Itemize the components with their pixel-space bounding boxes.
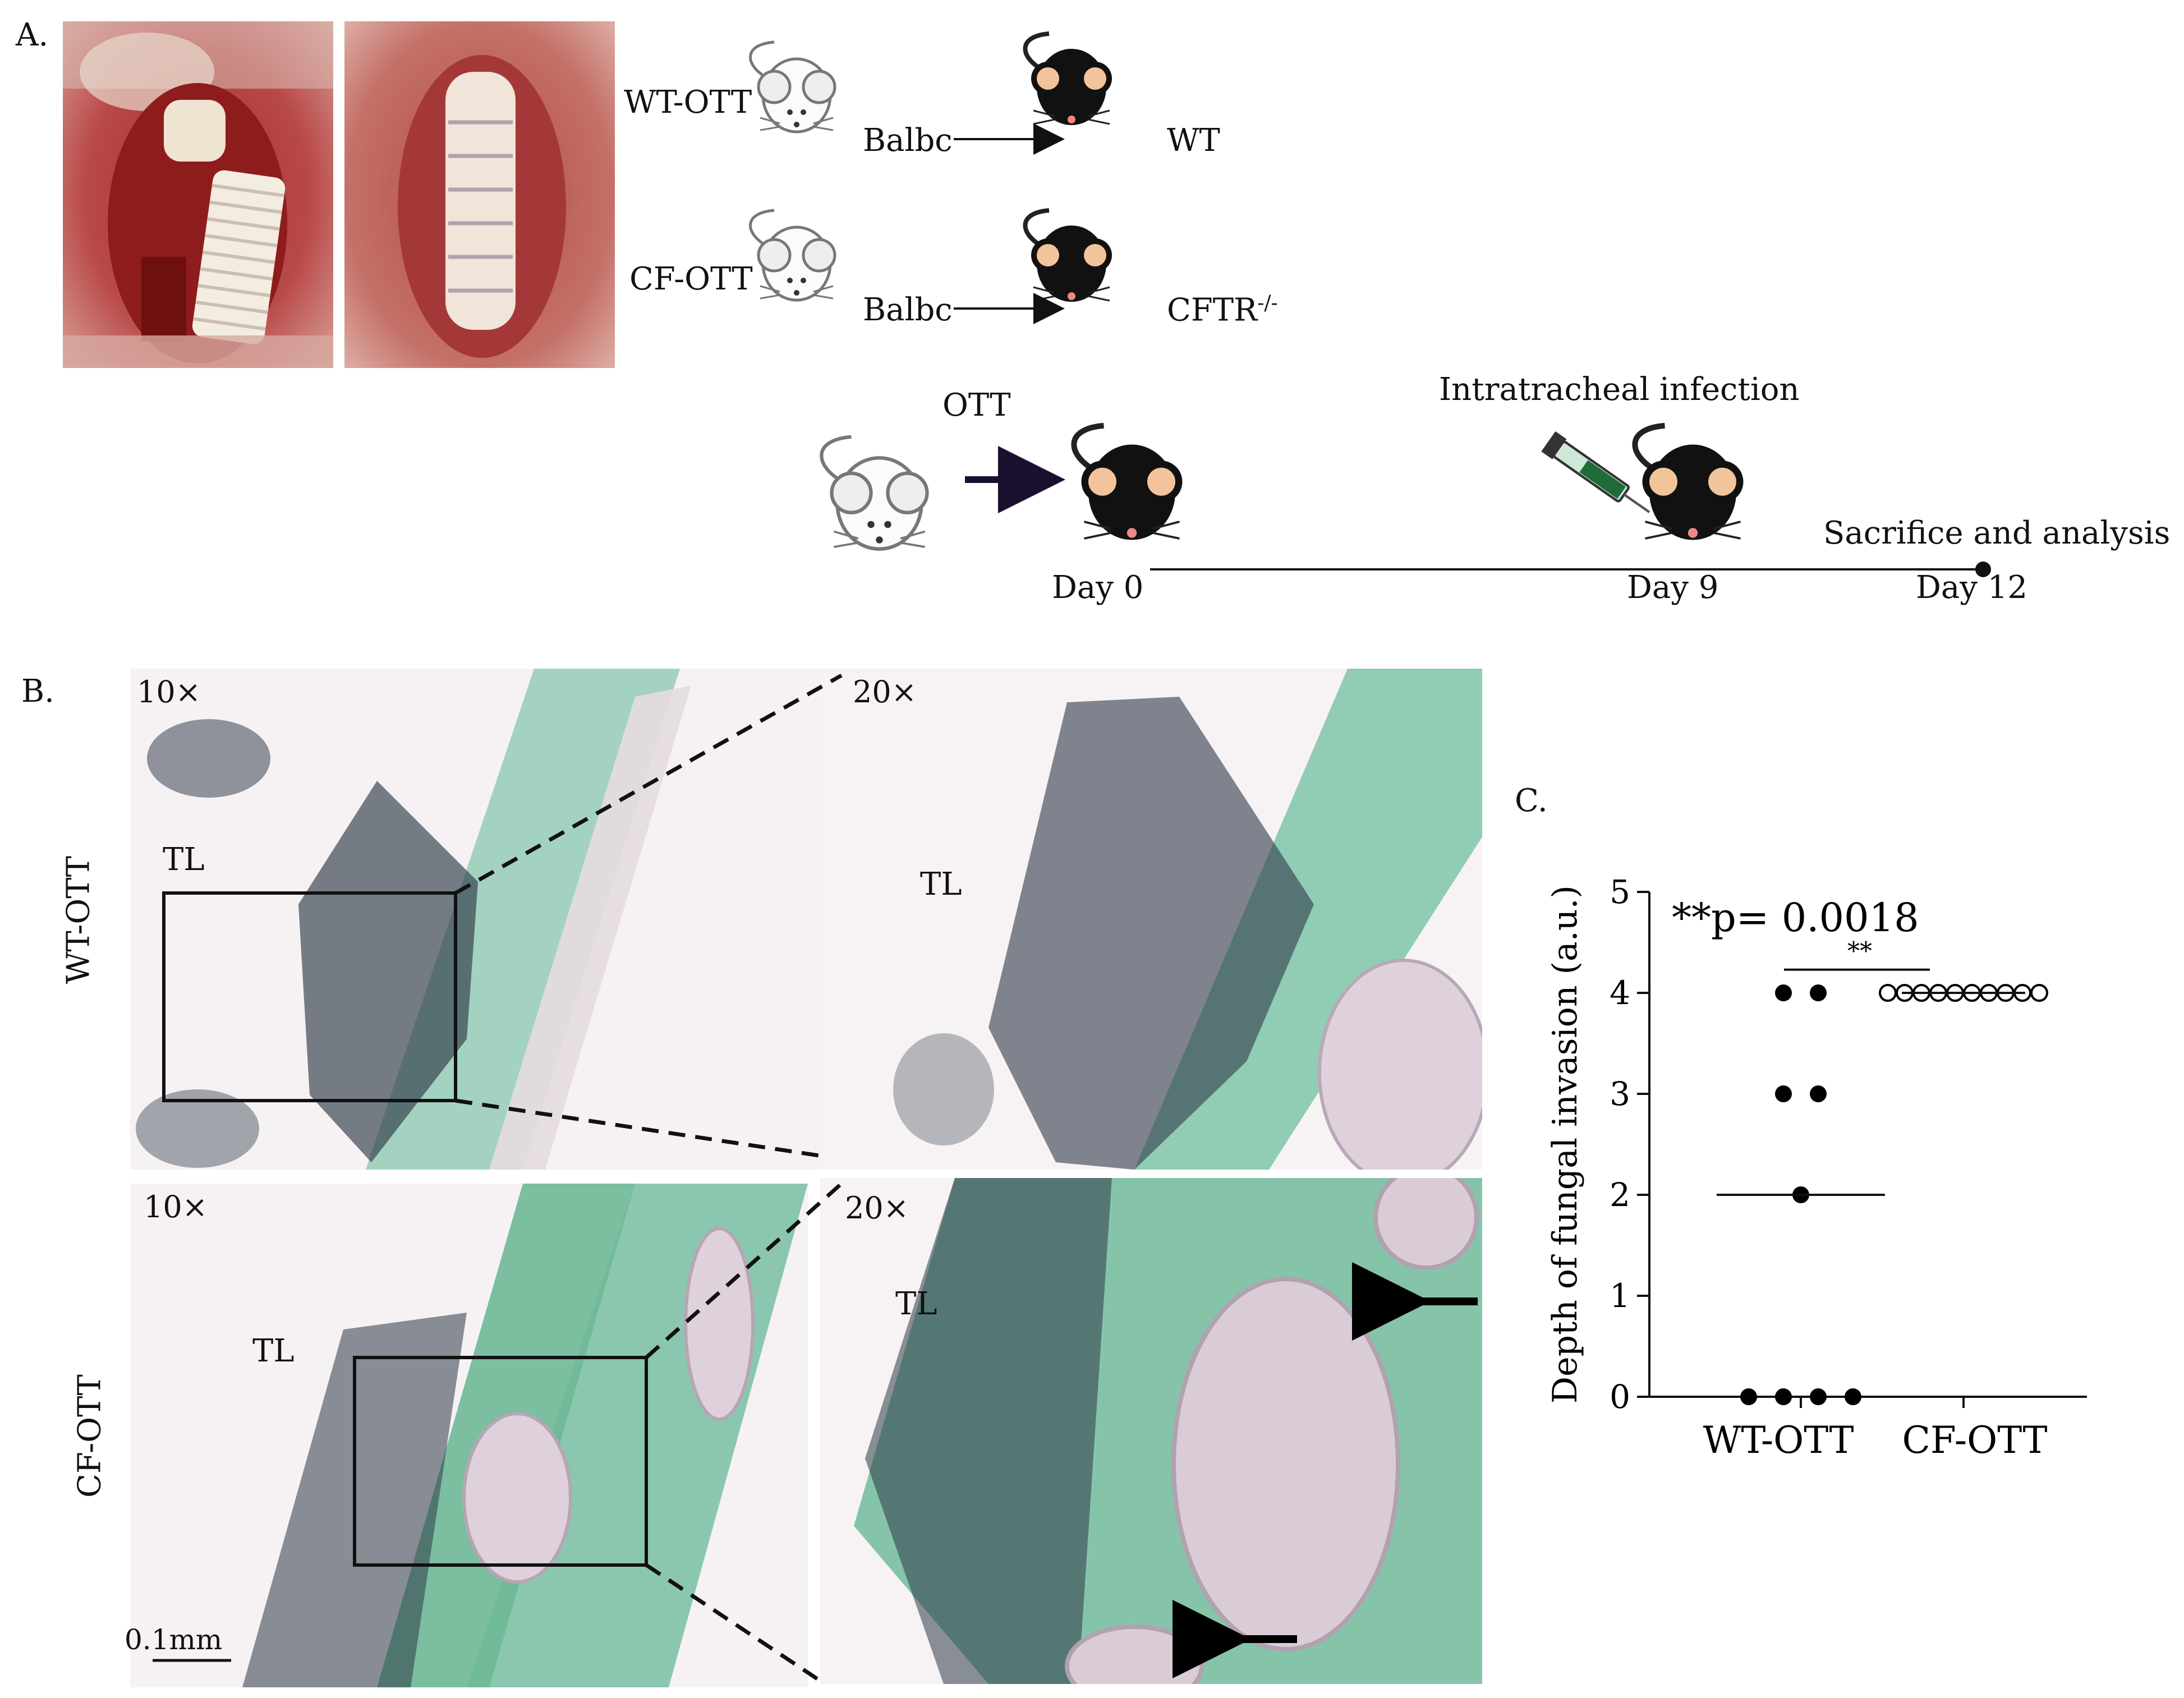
panel-a-label: A.	[16, 17, 49, 53]
data-point	[1775, 984, 1792, 1001]
micrograph-cf-20x	[820, 1178, 1482, 1684]
x-tick-label: CF-OTT	[1902, 1419, 2047, 1462]
significance-stars: **	[1847, 937, 1872, 966]
tracheal-lumen-label: TL	[920, 866, 962, 903]
row-label-wt-ott: WT-OTT	[60, 855, 97, 984]
data-point	[2030, 984, 2048, 1002]
experiment-timeline	[785, 393, 1991, 577]
recipient-mouse-icon	[1026, 34, 1112, 125]
tracheal-lumen-label: TL	[163, 841, 205, 878]
y-tick-label: 5	[1610, 873, 1630, 911]
magnification-label: 20×	[845, 1190, 909, 1226]
magnification-label: 20×	[853, 674, 917, 710]
scale-bar-label: 0.1mm	[125, 1623, 223, 1656]
y-tick-label: 1	[1610, 1277, 1630, 1315]
cf-recipient-label: CFTR-/-	[1167, 292, 1278, 329]
micrograph-cf-10x	[130, 1184, 808, 1687]
wt-donor-label: Balbc	[863, 122, 953, 159]
donor-mouse-icon	[821, 437, 927, 549]
magnification-label: 10×	[144, 1189, 208, 1225]
data-point	[1879, 984, 1897, 1002]
infection-label: Intratracheal infection	[1439, 371, 1800, 408]
micrograph-wt-10x	[130, 669, 833, 1170]
data-point	[1775, 1085, 1792, 1102]
day-12-label: Day 12	[1916, 569, 2027, 606]
donor-mouse-icon	[751, 210, 835, 300]
y-tick-label: 2	[1610, 1176, 1630, 1214]
magnification-label: 10×	[137, 674, 201, 710]
y-axis-label: Depth of fungal invasion (a.u.)	[1546, 885, 1585, 1404]
x-tick-label: WT-OTT	[1703, 1419, 1854, 1462]
panel-c-label: C.	[1515, 783, 1548, 819]
row-label-cf-ott: CF-OTT	[71, 1374, 108, 1498]
infected-mouse-icon	[1635, 426, 1743, 540]
recipient-mouse-icon	[1026, 210, 1112, 302]
day-0-label: Day 0	[1052, 569, 1144, 606]
wt-ott-model-label: WT-OTT	[624, 84, 752, 121]
y-tick-label: 0	[1610, 1378, 1630, 1416]
data-point	[1775, 1388, 1792, 1405]
data-point	[1810, 984, 1827, 1001]
day-9-label: Day 9	[1627, 569, 1719, 606]
wt-recipient-label: WT	[1167, 122, 1220, 159]
y-tick-label: 3	[1610, 1075, 1630, 1113]
donor-mouse-icon	[751, 42, 835, 132]
cf-ott-model-label: CF-OTT	[629, 261, 753, 297]
recipient-mouse-icon	[1074, 426, 1182, 540]
data-point	[1810, 1085, 1827, 1102]
tracheal-transplant-photo-left	[63, 21, 333, 368]
model-schematic	[617, 17, 1346, 324]
panel-b-label: B.	[21, 673, 54, 710]
p-value-annotation: **p= 0.0018	[1672, 895, 1919, 941]
tracheal-lumen-label: TL	[252, 1333, 295, 1369]
data-point	[1810, 1388, 1827, 1405]
syringe-icon	[1541, 431, 1656, 522]
fungal-invasion-chart: 0 1 2 3 4 5WT-OTT CF-OTT Depth of fungal invasi…	[1546, 873, 2087, 1462]
cf-donor-label: Balbc	[863, 292, 953, 328]
tracheal-lumen-label: TL	[895, 1286, 937, 1322]
endpoint-label: Sacrifice and analysis	[1823, 515, 2171, 551]
tracheal-transplant-photo-right	[344, 21, 615, 368]
data-point	[1845, 1388, 1861, 1405]
data-point	[1740, 1388, 1757, 1405]
ott-procedure-label: OTT	[942, 387, 1011, 424]
micrograph-wt-20x	[820, 669, 1482, 1170]
y-tick-label: 4	[1610, 974, 1630, 1012]
